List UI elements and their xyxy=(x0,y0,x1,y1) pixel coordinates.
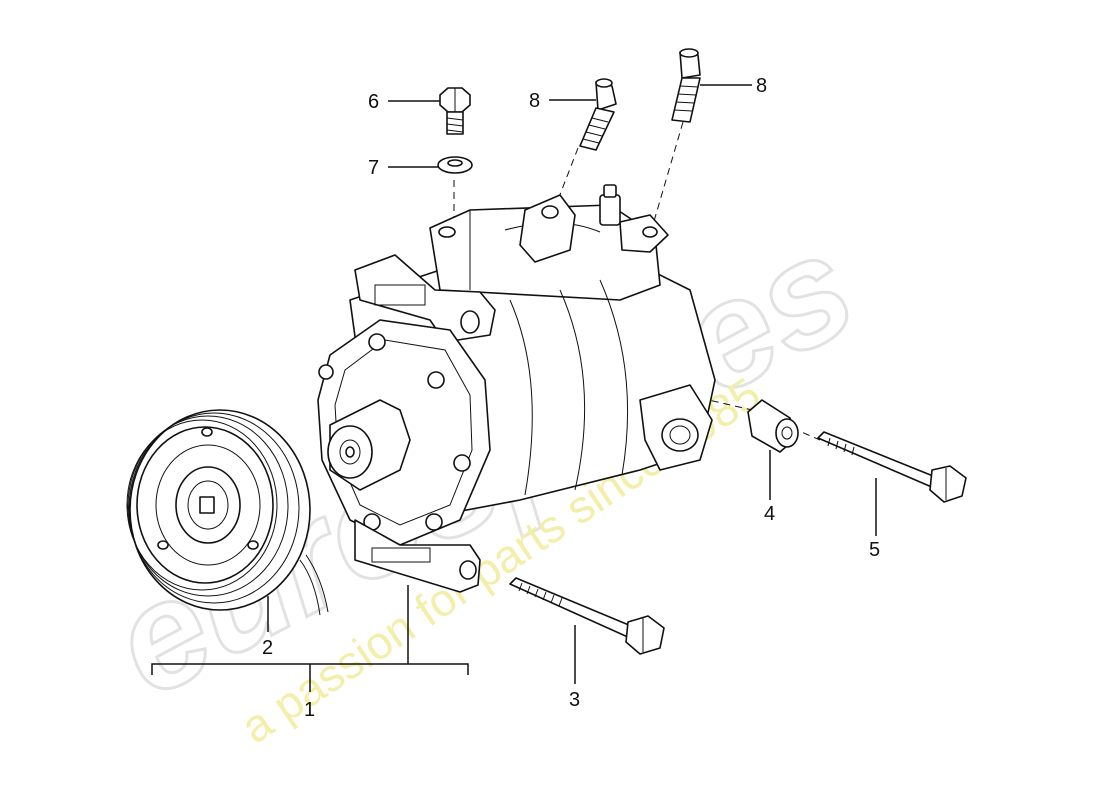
callout-2: 2 xyxy=(262,637,273,659)
hex-bolt-3[interactable] xyxy=(509,577,665,655)
clutch-pulley[interactable] xyxy=(126,409,329,616)
washer-7[interactable] xyxy=(437,156,473,174)
callouts: 6 7 8 8 4 5 3 2 1 xyxy=(262,75,880,721)
callout-1: 1 xyxy=(304,699,315,721)
callout-8-right: 8 xyxy=(756,75,767,97)
spacer-sleeve-4[interactable] xyxy=(747,399,799,453)
callout-3: 3 xyxy=(569,689,580,711)
callout-6: 6 xyxy=(368,91,379,113)
compressor-body[interactable] xyxy=(317,184,716,593)
socket-screw-8-left[interactable] xyxy=(579,78,617,151)
callout-4: 4 xyxy=(764,503,775,525)
hex-screw-6[interactable] xyxy=(439,87,471,135)
leader-lines xyxy=(151,84,877,692)
hex-bolt-5[interactable] xyxy=(817,431,967,503)
socket-screw-8-right[interactable] xyxy=(671,48,701,123)
callout-8-left: 8 xyxy=(529,90,540,112)
callout-5: 5 xyxy=(869,539,880,561)
callout-7: 7 xyxy=(368,157,379,179)
